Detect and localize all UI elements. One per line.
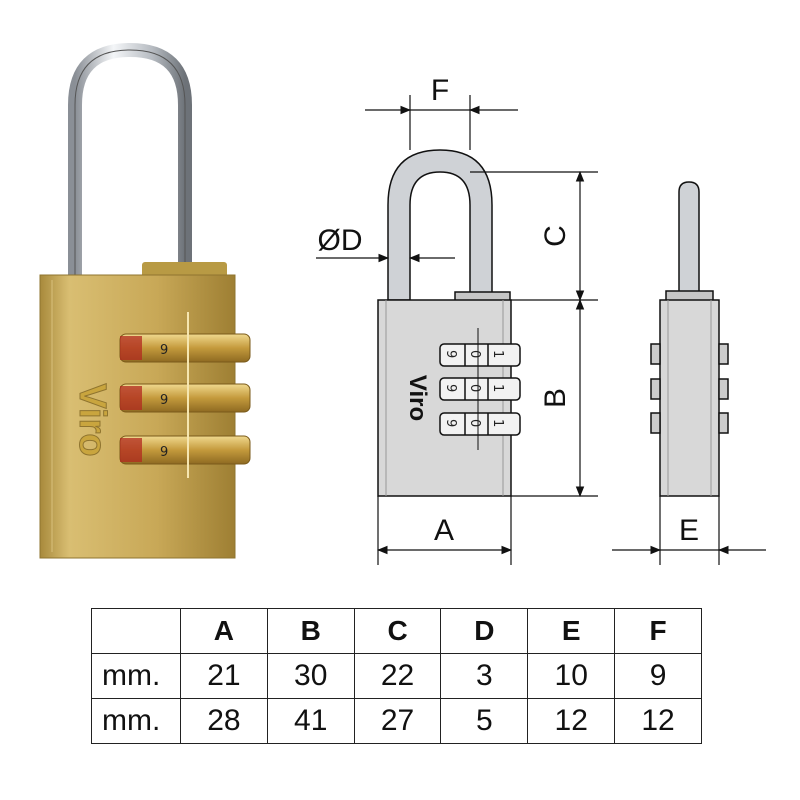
front-dial-3-digit-a: 9 — [443, 419, 458, 427]
dim-label-D: ØD — [318, 224, 363, 257]
table-unit-cell: mm. — [91, 698, 181, 744]
table-header-cell: D — [440, 608, 529, 654]
table-header-cell: C — [353, 608, 442, 654]
padlock-illustration: Viro 9 9 9 — [39, 42, 766, 565]
side-shackle — [678, 181, 700, 301]
photo-brand-logo: Viro — [71, 383, 113, 456]
photo-collar — [142, 262, 227, 278]
table-cell: 27 — [353, 698, 442, 744]
table-unit-cell: mm. — [91, 653, 181, 699]
dimension-labels: F ØD C B A E — [318, 74, 700, 547]
front-dial-digits: 9 0 1 9 0 1 9 0 1 Viro — [404, 350, 505, 427]
front-dial-1-digit-a: 9 — [443, 350, 458, 358]
dim-label-E: E — [679, 514, 699, 547]
table-cell: 5 — [440, 698, 529, 744]
table-cell: 12 — [527, 698, 616, 744]
table-row: mm. 28 41 27 5 12 12 — [91, 698, 702, 744]
table-header-cell: F — [614, 608, 702, 654]
photo-dial-1-digit: 9 — [160, 343, 168, 358]
table-cell: 28 — [180, 698, 268, 744]
table-cell: 10 — [527, 653, 616, 699]
photo-dial-3-digit: 9 — [160, 445, 168, 460]
front-dial-1 — [439, 343, 521, 367]
front-dial-1-digit-c: 1 — [490, 350, 505, 358]
table-cell: 41 — [266, 698, 355, 744]
table-cell: 30 — [266, 653, 355, 699]
side-dial-nubs — [650, 343, 729, 434]
front-brand-logo: Viro — [404, 375, 431, 421]
front-dial-1-digit-b: 0 — [467, 350, 482, 358]
front-dial-2-digit-c: 1 — [490, 384, 505, 392]
table-cell: 3 — [440, 653, 529, 699]
front-shackle — [387, 149, 493, 301]
photo-body — [40, 275, 235, 558]
side-view-drawing — [650, 181, 729, 497]
dim-label-C: C — [539, 225, 572, 247]
side-body — [659, 299, 720, 497]
table-header-cell: B — [266, 608, 355, 654]
photo-shackle — [68, 42, 192, 275]
dim-label-B: B — [539, 388, 572, 408]
front-dial-2 — [439, 377, 521, 401]
table-cell: 9 — [614, 653, 702, 699]
table-header-cell — [91, 608, 181, 654]
photo-dial-2: 9 — [119, 383, 251, 413]
dimension-lines — [316, 95, 766, 565]
table-cell: 12 — [614, 698, 702, 744]
photo-dial-3: 9 — [119, 435, 251, 465]
dim-label-F: F — [431, 74, 449, 107]
photo-dial-2-digit: 9 — [160, 393, 168, 408]
front-dial-3-digit-b: 0 — [467, 419, 482, 427]
photo-dial-1: 9 — [119, 333, 251, 363]
photo-padlock: Viro 9 9 9 — [39, 42, 251, 559]
table-row: mm. 21 30 22 3 10 9 — [91, 653, 702, 699]
front-dial-3 — [439, 412, 521, 436]
front-dial-2-digit-b: 0 — [467, 384, 482, 392]
table-header-cell: A — [180, 608, 268, 654]
table-cell: 22 — [353, 653, 442, 699]
table-cell: 21 — [180, 653, 268, 699]
dim-label-A: A — [434, 514, 454, 547]
table-header-row: A B C D E F — [91, 608, 702, 654]
front-dial-2-digit-a: 9 — [443, 384, 458, 392]
dimension-table: A B C D E F mm. 21 30 22 3 10 9 mm. 28 4… — [91, 608, 702, 744]
front-view-drawing — [377, 149, 521, 497]
table-header-cell: E — [527, 608, 616, 654]
front-dial-3-digit-c: 1 — [490, 419, 505, 427]
